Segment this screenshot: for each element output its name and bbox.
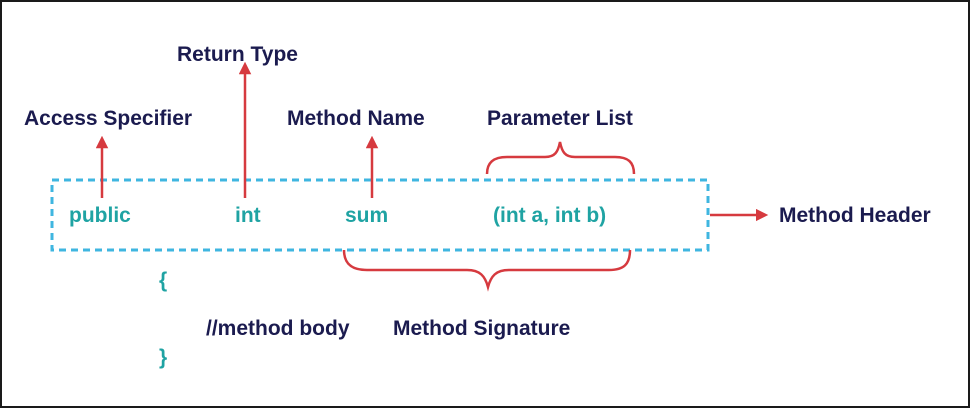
method-signature-brace	[342, 249, 632, 292]
method-header-label: Method Header	[779, 204, 931, 227]
code-close-brace: }	[159, 346, 168, 369]
parameter-list-brace	[485, 141, 636, 175]
return-type-label: Return Type	[177, 43, 298, 66]
code-parameters: (int a, int b)	[493, 204, 607, 227]
parameter-list-label: Parameter List	[487, 107, 633, 130]
code-method-name: sum	[345, 204, 389, 227]
code-return-type: int	[235, 204, 261, 227]
method-signature-label: Method Signature	[393, 317, 571, 340]
access-specifier-label: Access Specifier	[24, 107, 193, 130]
method-header-box	[50, 178, 710, 252]
code-access-modifier: public	[69, 204, 131, 227]
code-body-comment: //method body	[206, 317, 350, 340]
code-open-brace: {	[159, 269, 168, 292]
method-name-label: Method Name	[287, 107, 425, 130]
